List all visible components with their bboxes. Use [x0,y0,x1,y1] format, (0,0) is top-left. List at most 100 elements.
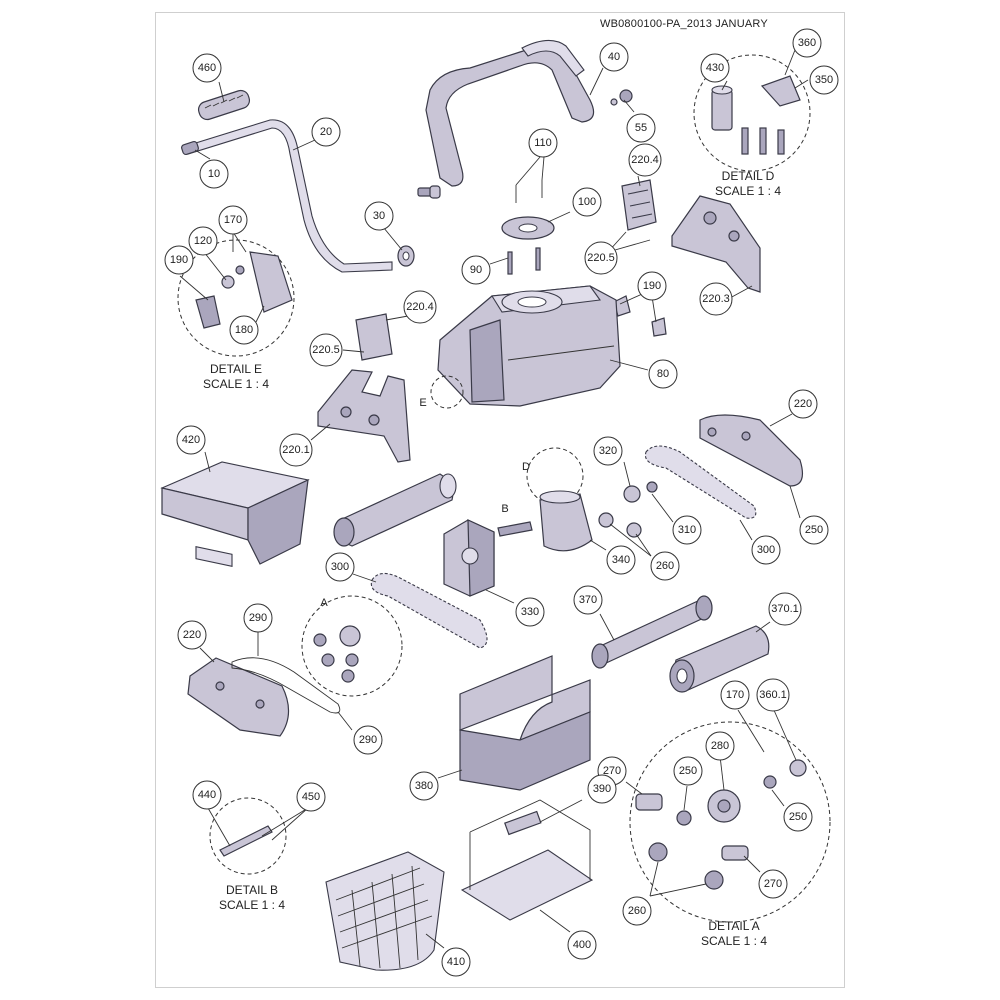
callout-170b: 170 [720,680,750,710]
callout-label: 400 [573,939,591,951]
callout-label: 430 [706,62,724,74]
callout-label: 180 [235,324,253,336]
callout-circle [587,774,617,804]
callout-circle [788,389,818,419]
detail-b [209,797,287,875]
callout-320: 320 [593,436,623,466]
part-90-pins [507,247,541,275]
callout-circle [461,255,491,285]
callout-label: 220 [183,629,201,641]
callout-circle [364,201,394,231]
detail-a-marker-label: A [320,597,328,609]
callout-170a: 170 [218,205,248,235]
callout-3601: 360.1 [756,678,790,712]
callout-250a: 250 [799,515,829,545]
callout-circle [199,159,229,189]
part-20-handle-bar [181,119,393,273]
part-220-side-plate-left [187,657,290,737]
detail-d-scale: SCALE 1 : 4 [715,184,781,198]
detail-e [177,239,295,357]
part-drive-roller [333,473,457,547]
callout-circle [672,515,702,545]
callout-390: 390 [587,774,617,804]
callout-label: 360.1 [759,689,787,701]
part-220-side-plate-right [699,414,803,487]
callout-label: 290 [249,612,267,624]
callout-circle [699,282,733,316]
detail-d-title: DETAIL D [722,169,775,183]
detail-b-scale: SCALE 1 : 4 [219,898,285,912]
callout-circle [311,117,341,147]
callout-290b: 290 [353,725,383,755]
callout-circle [626,113,656,143]
callout-circle [809,65,839,95]
callout-label: 220.4 [631,154,659,166]
callout-label: 300 [757,544,775,556]
callout-label: 250 [805,524,823,536]
part-320-bushing [623,485,641,503]
callout-label: 190 [170,254,188,266]
callout-label: 10 [208,168,220,180]
callout-balloons: 46010204055430360350110220.4100301701201… [164,28,839,977]
callout-20: 20 [311,117,341,147]
detail-b-title: DETAIL B [226,883,278,897]
callout-label: 290 [359,734,377,746]
callout-label: 410 [447,956,465,968]
part-30-washer [397,245,415,267]
callout-label: 270 [603,765,621,777]
callout-410: 410 [441,947,471,977]
callout-330: 330 [515,597,545,627]
part-220-4-bracket-left [355,313,393,361]
callout-circle [353,725,383,755]
callout-270b: 270 [758,869,788,899]
callout-circle [572,187,602,217]
callout-circle [441,947,471,977]
part-bolt [417,185,441,199]
callout-circle [188,226,218,256]
callout-circle [573,585,603,615]
callout-label: 270 [764,878,782,890]
callout-250c: 250 [783,802,813,832]
callout-80: 80 [648,359,678,389]
detail-d [693,54,811,172]
callout-120: 120 [188,226,218,256]
callout-label: 420 [182,434,200,446]
detail-a-small: A [301,595,403,697]
document-code: WB0800100-PA_2013 JANUARY [600,18,768,30]
callout-label: 450 [302,791,320,803]
callout-circle [279,433,313,467]
callout-110: 110 [528,128,558,158]
callout-label: 40 [608,51,620,63]
callout-label: 250 [789,811,807,823]
detail-b-marker: B [497,503,533,537]
callout-circle [176,425,206,455]
callout-label: 260 [628,905,646,917]
callout-300b: 300 [325,552,355,582]
callout-label: 220.3 [702,293,730,305]
callout-label: 190 [643,280,661,292]
part-410-basket [325,851,445,971]
callout-label: 80 [657,368,669,380]
callout-circle [309,333,343,367]
part-420-power-supply [160,461,310,567]
callout-circle [783,802,813,832]
detail-d-caption: DETAIL D SCALE 1 : 4 [715,169,781,198]
callout-circle [700,53,730,83]
part-260-bushings [598,512,642,538]
callout-circle [567,930,597,960]
callout-circle [296,782,326,812]
callout-220a: 220 [788,389,818,419]
callout-100: 100 [572,187,602,217]
callout-label: 170 [726,689,744,701]
callout-label: 260 [656,560,674,572]
callout-190b: 190 [637,271,667,301]
callout-2204a: 220.4 [628,143,662,177]
callout-circle [756,678,790,712]
callout-label: 390 [593,783,611,795]
part-80-housing [437,285,621,407]
callout-2203: 220.3 [699,282,733,316]
callout-label: 460 [198,62,216,74]
callout-label: 220.4 [406,301,434,313]
callout-label: 330 [521,606,539,618]
callout-label: 220.1 [282,444,310,456]
